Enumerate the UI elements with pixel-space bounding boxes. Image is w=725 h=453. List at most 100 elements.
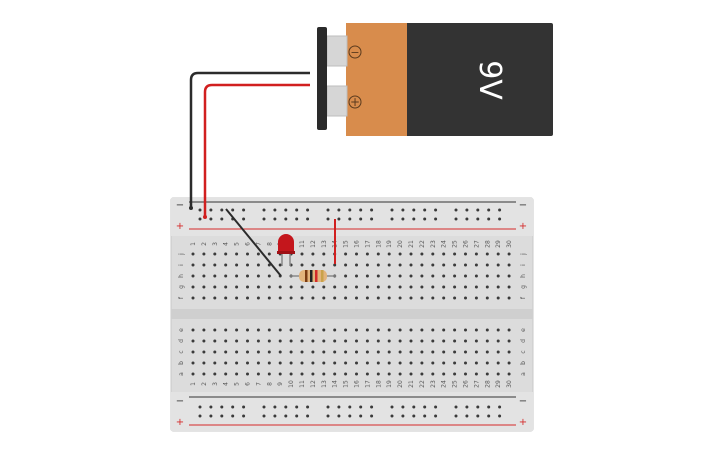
terminal-hole[interactable] — [376, 339, 380, 343]
terminal-hole[interactable] — [464, 285, 467, 289]
rail-hole[interactable] — [401, 208, 405, 212]
terminal-hole[interactable] — [409, 328, 413, 332]
terminal-hole[interactable] — [387, 252, 391, 256]
terminal-hole[interactable] — [442, 372, 446, 376]
terminal-hole[interactable] — [398, 274, 402, 278]
terminal-hole[interactable] — [213, 285, 217, 289]
terminal-hole[interactable] — [246, 350, 249, 354]
rail-hole[interactable] — [487, 405, 491, 409]
terminal-hole[interactable] — [235, 285, 239, 289]
rail-hole[interactable] — [476, 414, 480, 418]
rail-hole[interactable] — [262, 208, 266, 212]
terminal-hole[interactable] — [213, 350, 217, 354]
rail-hole[interactable] — [487, 217, 491, 221]
terminal-hole[interactable] — [365, 263, 369, 267]
terminal-hole[interactable] — [300, 350, 304, 354]
rail-hole[interactable] — [326, 208, 330, 212]
rail-hole[interactable] — [242, 217, 246, 221]
terminal-hole[interactable] — [431, 361, 435, 365]
rail-hole[interactable] — [295, 217, 299, 221]
terminal-hole[interactable] — [213, 361, 217, 365]
terminal-hole[interactable] — [474, 285, 478, 289]
terminal-hole[interactable] — [453, 274, 457, 278]
terminal-hole[interactable] — [409, 361, 413, 365]
rail-hole[interactable] — [465, 405, 469, 409]
terminal-hole[interactable] — [355, 285, 358, 289]
terminal-hole[interactable] — [409, 285, 413, 289]
rail-hole[interactable] — [401, 217, 405, 221]
terminal-hole[interactable] — [365, 274, 369, 278]
terminal-hole[interactable] — [485, 263, 489, 267]
terminal-hole[interactable] — [267, 252, 271, 256]
rail-hole[interactable] — [476, 208, 480, 212]
terminal-hole[interactable] — [224, 263, 228, 267]
rail-hole[interactable] — [434, 217, 438, 221]
terminal-hole[interactable] — [311, 372, 315, 376]
terminal-hole[interactable] — [191, 350, 195, 354]
terminal-hole[interactable] — [431, 274, 435, 278]
terminal-hole[interactable] — [213, 372, 217, 376]
rail-hole[interactable] — [209, 217, 213, 221]
terminal-hole[interactable] — [333, 328, 337, 332]
terminal-hole[interactable] — [300, 372, 304, 376]
rail-hole[interactable] — [487, 208, 491, 212]
terminal-hole[interactable] — [289, 361, 293, 365]
terminal-hole[interactable] — [202, 328, 206, 332]
rail-hole[interactable] — [306, 405, 310, 409]
rail-hole[interactable] — [220, 208, 224, 212]
rail-hole[interactable] — [209, 405, 213, 409]
terminal-hole[interactable] — [256, 361, 260, 365]
terminal-hole[interactable] — [355, 372, 358, 376]
terminal-hole[interactable] — [213, 252, 217, 256]
terminal-hole[interactable] — [191, 263, 195, 267]
terminal-hole[interactable] — [333, 296, 337, 300]
terminal-hole[interactable] — [213, 328, 217, 332]
rail-hole[interactable] — [454, 405, 458, 409]
terminal-hole[interactable] — [376, 285, 380, 289]
terminal-hole[interactable] — [355, 350, 358, 354]
terminal-hole[interactable] — [311, 252, 315, 256]
terminal-hole[interactable] — [344, 350, 348, 354]
terminal-hole[interactable] — [474, 296, 478, 300]
rail-hole[interactable] — [476, 405, 480, 409]
black-wire-battery-negative[interactable] — [189, 71, 310, 208]
rail-hole[interactable] — [465, 217, 469, 221]
terminal-hole[interactable] — [300, 328, 304, 332]
terminal-hole[interactable] — [409, 263, 413, 267]
rail-hole[interactable] — [306, 217, 310, 221]
terminal-hole[interactable] — [365, 372, 369, 376]
terminal-hole[interactable] — [485, 296, 489, 300]
terminal-hole[interactable] — [267, 361, 271, 365]
terminal-hole[interactable] — [191, 296, 195, 300]
terminal-hole[interactable] — [289, 339, 293, 343]
terminal-hole[interactable] — [420, 339, 424, 343]
terminal-hole[interactable] — [267, 263, 271, 267]
terminal-hole[interactable] — [464, 263, 467, 267]
terminal-hole[interactable] — [507, 285, 511, 289]
terminal-hole[interactable] — [409, 372, 413, 376]
terminal-hole[interactable] — [224, 350, 228, 354]
terminal-hole[interactable] — [496, 328, 500, 332]
terminal-hole[interactable] — [398, 339, 402, 343]
rail-hole[interactable] — [198, 405, 202, 409]
terminal-hole[interactable] — [387, 361, 391, 365]
rail-hole[interactable] — [273, 208, 277, 212]
breadboard-holes[interactable] — [191, 208, 511, 418]
terminal-hole[interactable] — [344, 328, 348, 332]
terminal-hole[interactable] — [420, 285, 424, 289]
terminal-hole[interactable] — [485, 274, 489, 278]
rail-hole[interactable] — [359, 405, 363, 409]
terminal-hole[interactable] — [202, 296, 206, 300]
terminal-hole[interactable] — [256, 328, 260, 332]
terminal-hole[interactable] — [191, 361, 195, 365]
terminal-hole[interactable] — [387, 296, 391, 300]
terminal-hole[interactable] — [311, 263, 315, 267]
terminal-hole[interactable] — [507, 372, 511, 376]
terminal-hole[interactable] — [202, 350, 206, 354]
rail-hole[interactable] — [262, 414, 266, 418]
rail-hole[interactable] — [209, 414, 213, 418]
terminal-hole[interactable] — [246, 296, 249, 300]
rail-hole[interactable] — [390, 217, 394, 221]
terminal-hole[interactable] — [224, 285, 228, 289]
battery-9v[interactable]: − + 9V — [317, 23, 553, 136]
